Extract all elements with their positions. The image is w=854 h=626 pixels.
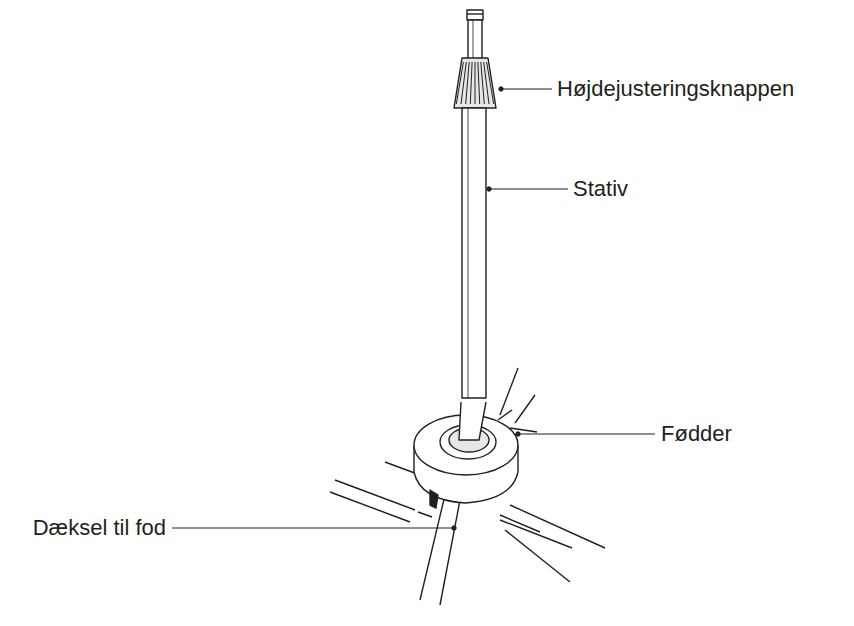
knob-knurling [456, 62, 493, 104]
knurl-stroke [478, 62, 480, 104]
knurl-stroke [456, 62, 463, 104]
knurl-stroke [461, 62, 466, 104]
stand-tube [462, 108, 486, 398]
part-label: Stativ [573, 176, 628, 201]
part-label: Højdejusteringsknappen [557, 76, 794, 101]
knurl-stroke [470, 62, 472, 104]
knurl-stroke [481, 62, 485, 104]
knurl-stroke [475, 62, 476, 104]
height-knob [454, 58, 496, 108]
part-label: Fødder [661, 421, 732, 446]
tube-lower [459, 402, 486, 440]
part-label: Dæksel til fod [33, 515, 166, 540]
inner-tube [467, 10, 483, 60]
knurl-stroke [487, 62, 494, 104]
knurl-stroke [484, 62, 489, 104]
legs [330, 368, 605, 605]
leader-lines [172, 87, 655, 530]
knurl-stroke [466, 62, 470, 104]
